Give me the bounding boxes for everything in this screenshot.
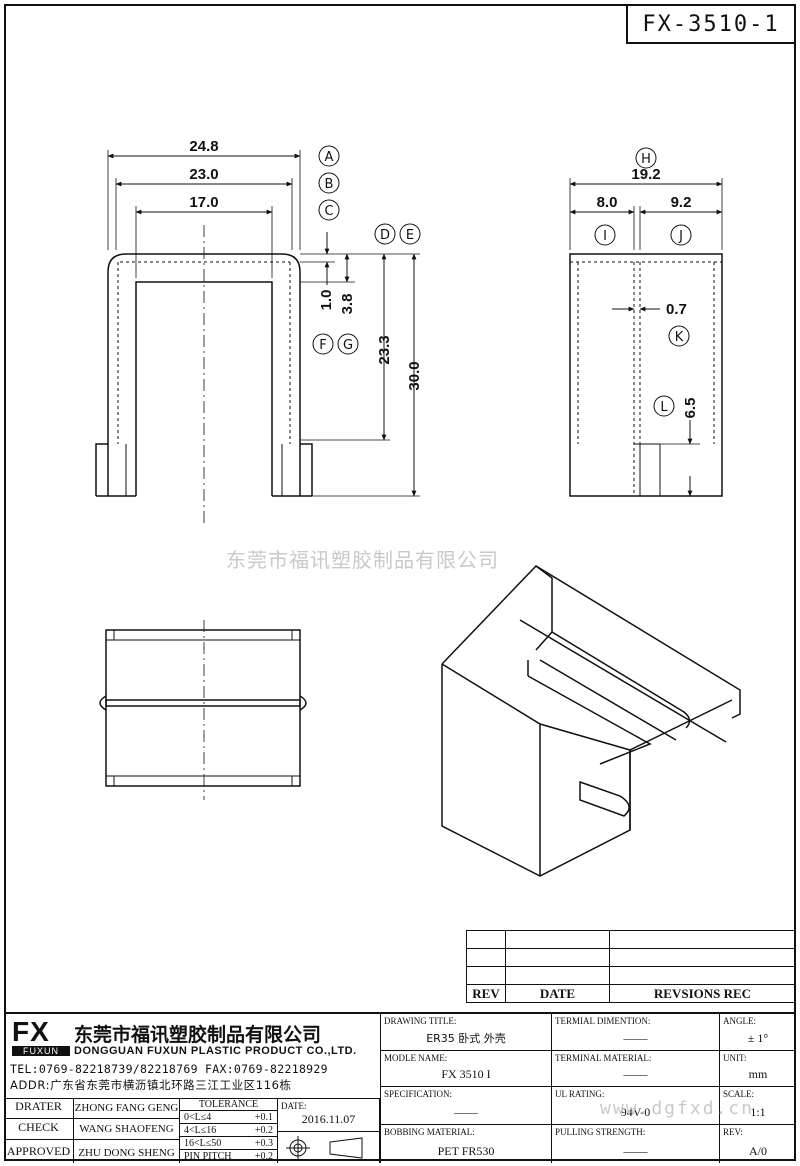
watermark-url: www.dgfxd.cn <box>600 1098 755 1119</box>
tol-val-3: +0.3 <box>254 1138 273 1149</box>
dim-24-8: 24.8 <box>189 138 218 155</box>
approved-label: APPROVED <box>6 1144 71 1158</box>
company-tel: TEL:0769-82218739/82218769 FAX:0769-8221… <box>10 1062 328 1076</box>
pulling-strength: —— <box>623 1144 648 1158</box>
dim-3-8: 3.8 <box>339 294 356 315</box>
tol-range-2: 4<L≤16 <box>184 1125 217 1136</box>
tol-range-4: PIN PITCH <box>184 1151 232 1162</box>
tol-val-2: +0.2 <box>254 1125 273 1136</box>
date-value: 2016.11.07 <box>301 1112 356 1126</box>
model-name-label: MODLE NAME: <box>384 1053 448 1063</box>
callout-f: F <box>319 338 326 353</box>
unit-value: mm <box>748 1067 768 1081</box>
angle-label: ANGLE: <box>723 1016 756 1026</box>
callout-k: K <box>675 330 684 345</box>
tol-range-3: 16<L≤50 <box>184 1138 222 1149</box>
drawing-title-label: DRAWING TITLE: <box>384 1016 457 1026</box>
terminal-material-label: TERMINAL MATERIAL: <box>555 1053 652 1063</box>
company-name-cn: 东莞市福讯塑胶制品有限公司 <box>74 1024 322 1046</box>
tolerance-title: TOLERANCE <box>198 1099 259 1110</box>
angle-value: ± 1° <box>747 1031 769 1045</box>
drater-name: ZHONG FANG GENG <box>74 1102 179 1114</box>
terminal-material: —— <box>623 1067 648 1081</box>
specification-label: SPECIFICATION: <box>384 1089 453 1099</box>
logo-fx: FX <box>12 1016 50 1047</box>
tol-val-1: +0.1 <box>254 1112 273 1123</box>
projection-symbol <box>278 1132 380 1163</box>
terminal-dimention: —— <box>623 1031 648 1045</box>
drawing-title: ER35 卧式 外壳 <box>426 1032 506 1045</box>
check-label: CHECK <box>18 1120 59 1134</box>
date-label: DATE: <box>281 1101 307 1111</box>
bottom-view <box>99 620 307 800</box>
approved-name: ZHU DONG SHENG <box>78 1147 175 1159</box>
ul-rating-label: UL RATING: <box>555 1089 605 1099</box>
check-name: WANG SHAOFENG <box>79 1123 174 1135</box>
callout-j: J <box>678 229 683 244</box>
specification: —— <box>454 1105 478 1119</box>
scale-label: SCALE: <box>723 1089 755 1099</box>
drater-label: DRATER <box>15 1099 62 1113</box>
callout-h: H <box>641 152 651 167</box>
rev-value: A/0 <box>749 1144 767 1158</box>
dim-1-0: 1.0 <box>318 290 335 311</box>
isometric-view <box>441 565 741 877</box>
revisions-table: REV DATE REVSIONS REC <box>466 930 796 1003</box>
tol-range-1: 0<L≤4 <box>184 1112 212 1123</box>
dim-23-0: 23.0 <box>189 166 218 183</box>
dim-6-5: 6.5 <box>682 398 699 419</box>
bobbin-material: PET FR530 <box>437 1144 495 1158</box>
model-name: FX 3510 I <box>441 1067 491 1081</box>
callout-e: E <box>406 228 414 243</box>
dim-9-2: 9.2 <box>671 194 692 211</box>
tol-val-4: +0.2 <box>254 1151 273 1162</box>
revisions-rec-header: REVSIONS REC <box>609 984 796 1003</box>
dim-17-0: 17.0 <box>189 194 218 211</box>
callout-d: D <box>380 228 390 243</box>
dim-0-7: 0.7 <box>666 301 687 318</box>
callout-g: G <box>343 338 353 353</box>
company-addr: ADDR:广东省东莞市横沥镇北环路三江工业区116栋 <box>10 1078 292 1092</box>
rev-label: REV: <box>723 1127 743 1137</box>
front-view <box>95 150 420 525</box>
callout-b: B <box>325 177 334 192</box>
dim-23-3: 23.3 <box>376 335 393 364</box>
pulling-strength-label: PULLING STRENGTH: <box>555 1127 646 1137</box>
callout-i: I <box>603 229 607 244</box>
scale-value: 1:1 <box>750 1105 766 1119</box>
callout-a: A <box>325 150 334 165</box>
date-header: DATE <box>505 984 610 1003</box>
dim-30-0: 30.0 <box>406 361 423 390</box>
bobbin-material-label: BOBBING MATERIAL: <box>384 1127 475 1137</box>
unit-label: UNIT: <box>723 1053 747 1063</box>
logo-fuxun: FUXUN <box>12 1046 70 1056</box>
drawing-frame <box>4 4 796 1161</box>
company-logo: FX FUXUN <box>12 1018 70 1056</box>
rev-header: REV <box>466 984 506 1003</box>
callout-c: C <box>324 204 333 219</box>
terminal-dimention-label: TERMIAL DIMENTION: <box>555 1016 651 1026</box>
drawing-number: FX-3510-1 <box>626 4 796 44</box>
title-block: FX FUXUN 东莞市福讯塑胶制品有限公司 DONGGUAN FUXUN PL… <box>4 1012 796 1163</box>
side-view <box>569 178 723 497</box>
ul-rating: 94V-0 <box>620 1105 651 1119</box>
watermark-company: 东莞市福讯塑胶制品有限公司 <box>226 548 499 572</box>
company-name-en: DONGGUAN FUXUN PLASTIC PRODUCT CO.,LTD. <box>74 1045 357 1057</box>
dim-8-0: 8.0 <box>597 194 618 211</box>
callout-l: L <box>660 400 668 415</box>
dim-19-2: 19.2 <box>631 166 660 183</box>
